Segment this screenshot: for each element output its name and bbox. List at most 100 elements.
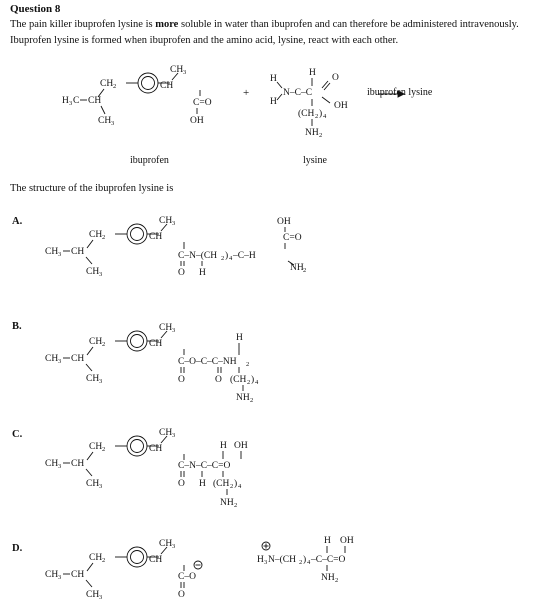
- svg-text:CH: CH: [86, 267, 99, 277]
- svg-text:3: 3: [99, 271, 102, 278]
- ibuprofen-label: ibuprofen: [130, 155, 169, 166]
- lysine-label: lysine: [303, 155, 327, 166]
- svg-text:H: H: [270, 97, 277, 107]
- svg-text:3: 3: [264, 559, 267, 566]
- svg-text:CH: CH: [86, 479, 99, 489]
- svg-text:): ): [225, 250, 228, 261]
- svg-text:C–O: C–O: [178, 572, 196, 582]
- svg-text:): ): [319, 108, 322, 119]
- question-text-bold: more: [155, 19, 179, 30]
- svg-text:OH: OH: [277, 217, 291, 227]
- svg-text:2: 2: [247, 379, 250, 386]
- question-text-part1: The pain killer ibuprofen lysine is: [10, 19, 156, 30]
- svg-text:3: 3: [58, 463, 61, 470]
- svg-text:C=O: C=O: [193, 98, 212, 108]
- svg-text:3: 3: [58, 251, 61, 258]
- svg-text:H: H: [270, 74, 277, 84]
- svg-text:H: H: [199, 479, 206, 489]
- svg-text:2: 2: [230, 483, 233, 490]
- svg-text:NH: NH: [305, 128, 319, 138]
- svg-text:C–O–C–C–NH: C–O–C–C–NH: [178, 357, 237, 367]
- question-text-line2: Ibuprofen lysine is formed when ibuprofe…: [10, 35, 399, 46]
- structure-prompt: The structure of the ibuprofen lysine is: [10, 183, 174, 194]
- svg-text:CH: CH: [45, 354, 58, 364]
- question-text-line1: The pain killer ibuprofen lysine is more…: [10, 19, 519, 30]
- svg-text:O: O: [215, 375, 222, 385]
- svg-text:4: 4: [229, 255, 233, 262]
- svg-text:): ): [303, 554, 306, 565]
- svg-text:NH: NH: [236, 393, 250, 403]
- question-title: Question 8: [10, 3, 61, 15]
- svg-text:OH: OH: [334, 101, 348, 111]
- svg-text:–C–H: –C–H: [232, 251, 256, 261]
- svg-text:C–N–(CH: C–N–(CH: [178, 250, 217, 261]
- option-b-letter: B.: [12, 321, 22, 332]
- svg-text:–C–C=O: –C–C=O: [310, 555, 346, 565]
- svg-text:CH: CH: [71, 570, 84, 580]
- svg-text:3: 3: [58, 358, 61, 365]
- svg-text:3: 3: [111, 120, 114, 127]
- svg-text:): ): [251, 374, 254, 385]
- svg-text:CH: CH: [98, 116, 111, 126]
- svg-text:4: 4: [238, 483, 242, 490]
- svg-text:CH: CH: [86, 590, 99, 600]
- svg-text:NH: NH: [290, 263, 304, 273]
- svg-text:2: 2: [303, 267, 306, 274]
- option-d-letter: D.: [12, 543, 23, 554]
- svg-text:2: 2: [246, 361, 249, 368]
- svg-text:CH: CH: [71, 459, 84, 469]
- svg-text:3: 3: [99, 378, 102, 385]
- svg-text:CH: CH: [88, 96, 101, 106]
- product-label: ibuprofen lysine: [367, 87, 433, 98]
- svg-text:CH: CH: [71, 354, 84, 364]
- svg-text:H: H: [236, 333, 243, 343]
- svg-text:(CH: (CH: [298, 108, 315, 119]
- svg-text:H: H: [62, 96, 69, 106]
- question-text-part2: soluble in water than ibuprofen and can …: [178, 19, 519, 30]
- svg-text:4: 4: [255, 379, 259, 386]
- svg-text:2: 2: [315, 113, 318, 120]
- svg-text:NH: NH: [321, 573, 335, 583]
- svg-text:3: 3: [99, 483, 102, 490]
- svg-text:H: H: [199, 268, 206, 278]
- svg-text:CH: CH: [45, 459, 58, 469]
- svg-text:H: H: [324, 536, 331, 546]
- svg-text:O: O: [178, 590, 185, 600]
- svg-text:4: 4: [323, 113, 327, 120]
- svg-text:CH: CH: [45, 247, 58, 257]
- svg-text:3: 3: [69, 100, 72, 107]
- svg-text:H: H: [309, 68, 316, 78]
- svg-text:OH: OH: [234, 441, 248, 451]
- svg-text:CH: CH: [86, 374, 99, 384]
- svg-text:C: C: [73, 96, 79, 106]
- svg-text:2: 2: [234, 502, 237, 509]
- svg-text:O: O: [332, 73, 339, 83]
- option-a-letter: A.: [12, 216, 23, 227]
- svg-text:O: O: [178, 479, 185, 489]
- svg-text:N–(CH: N–(CH: [268, 554, 296, 565]
- svg-text:NH: NH: [220, 498, 234, 508]
- svg-text:CH: CH: [45, 570, 58, 580]
- svg-text:): ): [234, 478, 237, 489]
- svg-text:CH: CH: [71, 247, 84, 257]
- svg-text:3: 3: [58, 574, 61, 581]
- option-c-letter: C.: [12, 429, 23, 440]
- svg-text:C–N–C–C=O: C–N–C–C=O: [178, 461, 230, 471]
- svg-text:(CH: (CH: [230, 374, 247, 385]
- svg-text:OH: OH: [340, 536, 354, 546]
- svg-text:(CH: (CH: [213, 478, 230, 489]
- svg-text:2: 2: [250, 397, 253, 404]
- svg-text:C=O: C=O: [283, 233, 302, 243]
- svg-text:4: 4: [307, 559, 311, 566]
- svg-text:N–C–C: N–C–C: [283, 88, 312, 98]
- svg-text:2: 2: [299, 559, 302, 566]
- svg-text:O: O: [178, 268, 185, 278]
- svg-text:3: 3: [99, 594, 102, 601]
